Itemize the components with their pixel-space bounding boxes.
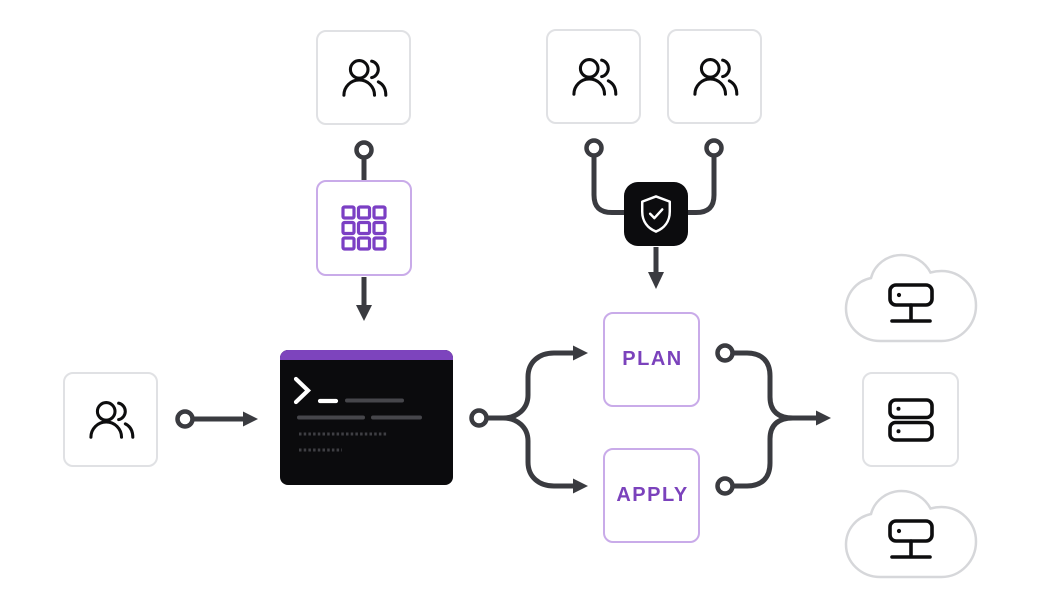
users-icon (571, 57, 617, 96)
connector-policy-to-plan (648, 247, 664, 289)
connector-module-to-terminal (356, 277, 372, 321)
terminal-prompt-icon (293, 376, 422, 452)
node-practitioner (63, 372, 158, 467)
apply-label: APPLY (616, 484, 689, 506)
node-cloud-top (840, 252, 982, 354)
users-icon (88, 400, 134, 439)
cloud-host-icon (844, 489, 978, 579)
node-infrastructure (862, 372, 959, 467)
connector-merge-to-infrastructure (715, 343, 831, 496)
node-team-top (316, 30, 411, 125)
connector-practitioner-to-terminal (175, 409, 258, 429)
module-grid-icon (341, 205, 387, 251)
cloud-host-icon (844, 253, 978, 343)
node-plan: PLAN (603, 312, 700, 407)
node-module (316, 180, 412, 276)
connector-team-to-module (354, 140, 374, 181)
connector-terminal-branch (469, 345, 588, 494)
shield-check-icon (640, 195, 672, 233)
connector-teams-to-policy (584, 138, 724, 215)
node-apply: APPLY (603, 448, 700, 543)
node-team-b (667, 29, 762, 124)
node-terminal (280, 350, 453, 485)
users-icon (692, 57, 738, 96)
users-icon (341, 58, 387, 97)
node-cloud-bottom (840, 488, 982, 590)
node-team-a (546, 29, 641, 124)
server-stack-icon (887, 397, 934, 442)
node-policy (624, 182, 688, 246)
plan-label: PLAN (622, 348, 683, 370)
terminal-titlebar (280, 350, 453, 360)
